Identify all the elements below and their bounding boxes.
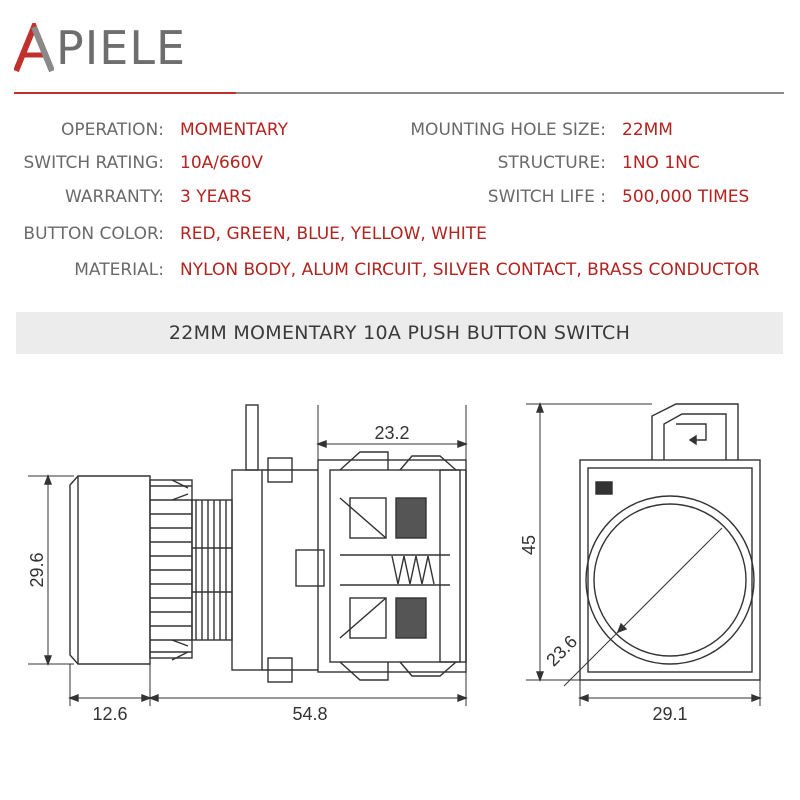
front-button-circle — [593, 503, 747, 657]
spec-value-mounting-hole-size: 22MM — [622, 120, 673, 140]
spec-value-button-color: RED, GREEN, BLUE, YELLOW, WHITE — [180, 224, 487, 244]
header-rule-accent — [14, 92, 236, 94]
spec-label-material: MATERIAL: — [74, 260, 164, 280]
side-view — [28, 404, 468, 706]
dim-label-button-depth: 12.6 — [92, 704, 127, 724]
spec-value-operation: MOMENTARY — [180, 120, 288, 140]
spec-label-operation: OPERATION: — [60, 120, 164, 140]
brand-logo: PIELE — [14, 20, 186, 76]
dim-label-button-diameter: 23.6 — [542, 631, 581, 670]
dim-button-height — [28, 474, 74, 666]
plunger — [295, 549, 325, 587]
spec-value-switch-life: 500,000 TIMES — [622, 187, 750, 207]
button-cap — [69, 475, 151, 665]
header-rule — [236, 92, 784, 94]
mounting-clip — [245, 404, 259, 471]
spec-value-warranty: 3 YEARS — [180, 187, 252, 207]
dim-total-height — [526, 402, 652, 682]
spec-value-switch-rating: 10A/660V — [180, 153, 264, 173]
spec-label-switch-life: SWITCH LIFE : — [487, 187, 606, 207]
product-title-banner: 22MM MOMENTARY 10A PUSH BUTTON SWITCH — [16, 312, 783, 354]
product-title: 22MM MOMENTARY 10A PUSH BUTTON SWITCH — [168, 322, 631, 344]
front-view — [526, 402, 762, 706]
spec-label-warranty: WARRANTY: — [64, 187, 164, 207]
contact-block — [317, 451, 467, 681]
bezel-ring — [149, 479, 193, 661]
spec-label-mounting-hole-size: MOUNTING HOLE SIZE: — [410, 120, 606, 140]
spec-label-switch-rating: SWITCH RATING: — [23, 153, 164, 173]
logo-a-mark-icon — [14, 23, 54, 73]
dim-label-contact-block-width: 23.2 — [374, 423, 409, 443]
front-clip — [651, 403, 739, 460]
mounting-base — [231, 469, 263, 671]
threaded-sleeve — [191, 499, 233, 641]
dim-label-body-length: 54.8 — [292, 704, 327, 724]
dim-label-front-width: 29.1 — [652, 704, 687, 724]
front-bezel-circle — [585, 495, 755, 665]
dim-contact-block-width — [316, 405, 468, 460]
dim-label-button-height: 29.6 — [27, 552, 47, 587]
spec-value-material: NYLON BODY, ALUM CIRCUIT, SILVER CONTACT… — [180, 260, 760, 280]
dim-lengths — [68, 664, 468, 706]
spec-value-structure: 1NO 1NC — [622, 153, 700, 173]
spec-label-structure: STRUCTURE: — [497, 153, 606, 173]
dim-label-total-height: 45 — [519, 535, 539, 555]
brand-name: PIELE — [56, 21, 187, 75]
front-housing — [579, 459, 761, 681]
dim-button-diameter — [617, 527, 723, 633]
spec-label-button-color: BUTTON COLOR: — [23, 224, 164, 244]
dim-front-width — [578, 680, 762, 706]
